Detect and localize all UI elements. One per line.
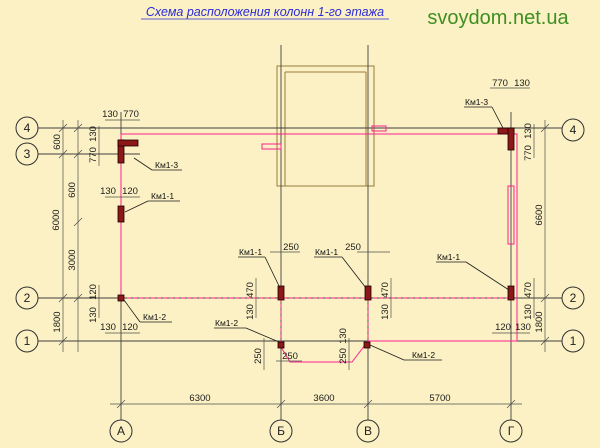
left-dimension-chain: 600 6000 3000 1800 600 — [51, 120, 83, 352]
dim-left-600-top: 600 — [52, 134, 63, 150]
dim-top-right-130: 130 — [514, 78, 530, 89]
column-tag: Км1-3 — [155, 160, 178, 170]
axis-label-b: Б — [277, 424, 285, 438]
axis-label-a: А — [117, 424, 125, 438]
column-g2 — [507, 285, 515, 301]
dim-col-g-130: 130 — [523, 123, 534, 139]
axis-bubble-v — [356, 419, 380, 443]
dim-col-a2-130: 130 — [100, 186, 116, 197]
dim-col-v2-130: 130 — [338, 328, 349, 344]
axis-bubble-b — [269, 419, 293, 443]
dim-left-1800: 1800 — [52, 311, 63, 332]
axis-bubble-2-right — [561, 286, 585, 310]
axis-bubble-g — [499, 419, 523, 443]
axis-label-1-right: 1 — [570, 334, 577, 348]
dim-col-b-470: 470 — [245, 282, 256, 298]
column-tag: Км1-1 — [315, 247, 338, 257]
axis-label-g: Г — [508, 424, 515, 438]
column-a3 — [117, 139, 139, 147]
dim-a-b: 6300 — [189, 393, 210, 404]
plan-title: Схема расположения колонн 1-го этажа — [146, 5, 384, 19]
dim-col-v2-250: 250 — [338, 348, 349, 364]
dim-col-a-130: 130 — [88, 126, 99, 142]
dim-left-3000: 3000 — [67, 249, 78, 270]
dim-col-g3-130: 130 — [515, 322, 531, 333]
column-tags: Км1-3 Км1-1 Км1-2 Км1-1 Км1-1 Км1-3 Км1-… — [123, 97, 510, 361]
porch-outline — [276, 65, 375, 187]
column-tag: Км1-3 — [465, 97, 488, 107]
axis-bubble-4-right — [561, 118, 585, 142]
columns-layer — [117, 127, 515, 349]
axis-label-4-right: 4 — [570, 123, 577, 137]
axis-label-v: В — [364, 424, 372, 438]
column-b1 — [277, 341, 285, 349]
column-tag: Км1-1 — [239, 247, 262, 257]
column-b2 — [277, 285, 285, 301]
dim-right-6600: 6600 — [534, 204, 545, 225]
axis-label-2-left: 2 — [24, 291, 31, 305]
column-v2 — [364, 285, 372, 301]
column-tag: Км1-2 — [215, 318, 238, 328]
axis-label-4-left: 4 — [24, 121, 31, 135]
dim-col-a4-130: 130 — [100, 322, 116, 333]
dim-col-g2-130: 130 — [523, 304, 534, 320]
dim-col-a3-120: 120 — [88, 284, 99, 300]
dim-col-v-130: 130 — [380, 304, 391, 320]
axis-markers: 4 3 2 1 4 2 1 А Б В Г — [15, 116, 585, 443]
dim-col-b-250: 250 — [283, 242, 299, 253]
dim-top-left-130: 130 — [102, 109, 118, 120]
column-g4 — [507, 127, 515, 151]
bottom-dimension-chain: 6300 3600 5700 — [110, 393, 522, 409]
dim-col-b2-250-v: 250 — [253, 348, 264, 364]
dim-col-v-250: 250 — [345, 242, 361, 253]
axis-bubble-2-left — [15, 286, 39, 310]
column-a-mid — [117, 205, 125, 223]
wall-outline — [120, 125, 518, 363]
axis-bubble-1-left — [15, 329, 39, 353]
dim-right-1800: 1800 — [534, 311, 545, 332]
dim-v-g: 5700 — [429, 393, 450, 404]
dim-col-b2-250-h: 250 — [282, 351, 298, 362]
dim-left-600-mid: 600 — [67, 182, 78, 198]
axis-bubble-1-right — [561, 329, 585, 353]
axis-bubble-4-left — [15, 116, 39, 140]
dim-top-right-770: 770 — [492, 78, 508, 89]
axis-label-1-left: 1 — [24, 334, 31, 348]
column-tag: Км1-2 — [143, 312, 166, 322]
dim-col-g3-120: 120 — [495, 322, 511, 333]
right-dimension-chain: 6600 1800 — [534, 120, 550, 352]
dim-top-left-770: 770 — [123, 109, 139, 120]
dim-col-g-770: 770 — [523, 145, 534, 161]
site-brand: svoydom.net.ua — [427, 7, 569, 29]
dim-col-a-770: 770 — [88, 147, 99, 163]
dim-col-v-470: 470 — [380, 282, 391, 298]
dim-col-b-130: 130 — [245, 304, 256, 320]
dim-col-a2-120: 120 — [122, 186, 138, 197]
axis-bubble-a — [109, 419, 133, 443]
column-tag: Км1-1 — [437, 252, 460, 262]
dim-b-v: 3600 — [313, 393, 334, 404]
dim-col-g2-470: 470 — [523, 282, 534, 298]
column-dimensions: 130 770 770 130 770 130 130 120 130 120 … — [88, 78, 535, 370]
column-tag: Км1-2 — [412, 350, 435, 360]
dim-col-a3-130: 130 — [88, 307, 99, 323]
axis-label-3-left: 3 — [24, 147, 31, 161]
column-v1 — [363, 341, 371, 349]
dim-col-a4-120: 120 — [122, 322, 138, 333]
column-a2 — [117, 294, 125, 302]
dim-left-6000: 6000 — [51, 209, 62, 230]
column-tag: Км1-1 — [151, 191, 174, 201]
axis-bubble-3-left — [15, 142, 39, 166]
axis-label-2-right: 2 — [570, 291, 577, 305]
